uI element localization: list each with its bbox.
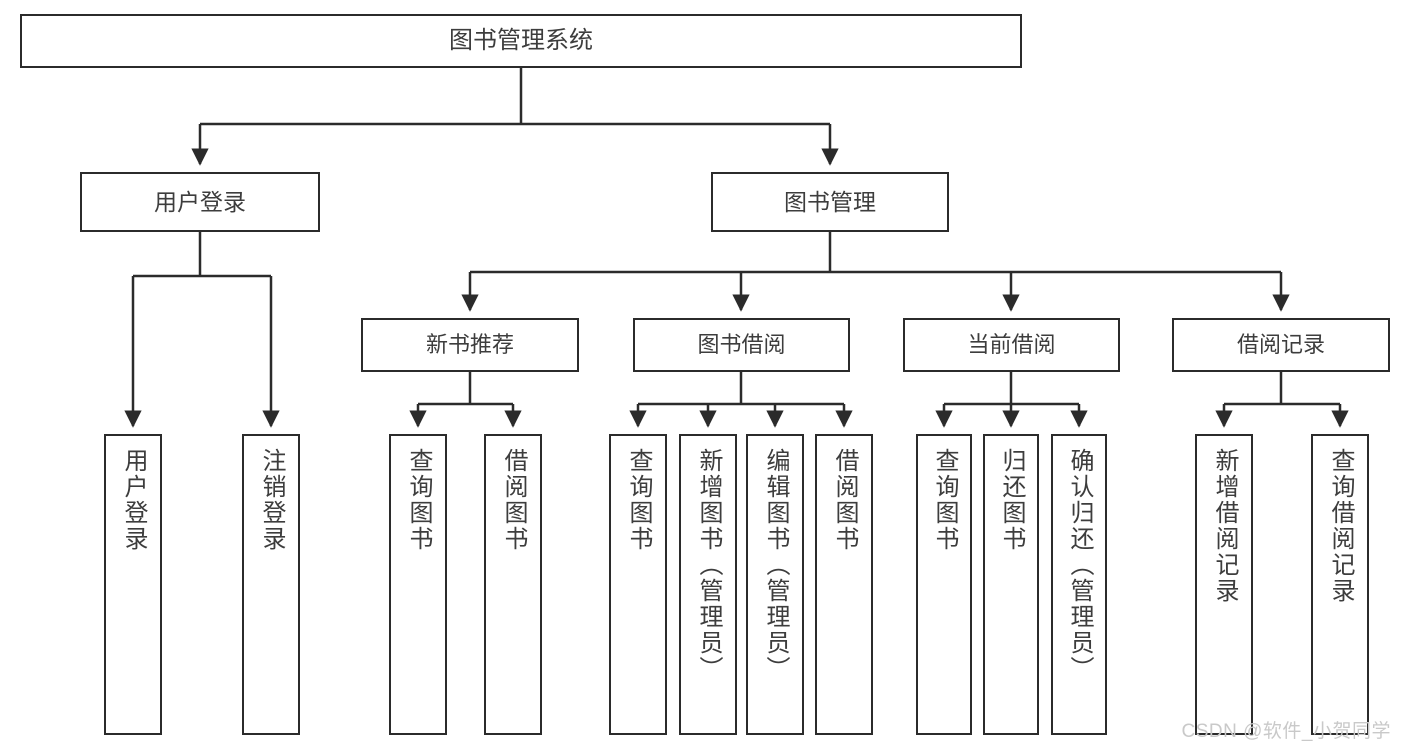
leaf-record-query-record-label: 查询借阅记录 xyxy=(1327,448,1354,604)
leaf-bookborrow-add-book[interactable]: 新增图书（管理员） xyxy=(679,434,737,735)
leaf-bookborrow-query-book[interactable]: 查询图书 xyxy=(609,434,667,735)
node-user-login-label: 用户登录 xyxy=(154,188,246,215)
leaf-user-logout[interactable]: 注销登录 xyxy=(242,434,300,735)
leaf-newbook-query-book[interactable]: 查询图书 xyxy=(389,434,447,735)
leaf-currentborrow-return-book[interactable]: 归还图书 xyxy=(983,434,1039,735)
node-new-book-recommend-label: 新书推荐 xyxy=(425,332,514,357)
leaf-newbook-borrow-book-label: 借阅图书 xyxy=(500,448,527,552)
leaf-bookborrow-borrow-book[interactable]: 借阅图书 xyxy=(815,434,873,735)
leaf-user-login[interactable]: 用户登录 xyxy=(104,434,162,735)
leaf-currentborrow-query-book[interactable]: 查询图书 xyxy=(916,434,972,735)
leaf-record-add-record[interactable]: 新增借阅记录 xyxy=(1195,434,1253,735)
leaf-bookborrow-edit-book[interactable]: 编辑图书（管理员） xyxy=(746,434,804,735)
leaf-bookborrow-add-book-label: 新增图书（管理员） xyxy=(695,448,722,682)
node-book-borrow[interactable]: 图书借阅 xyxy=(633,318,850,372)
leaf-record-add-record-label: 新增借阅记录 xyxy=(1211,448,1238,604)
leaf-bookborrow-query-book-label: 查询图书 xyxy=(625,448,652,552)
node-book-management[interactable]: 图书管理 xyxy=(711,172,949,232)
leaf-currentborrow-confirm-return-label: 确认归还（管理员） xyxy=(1066,448,1093,682)
leaf-currentborrow-return-book-label: 归还图书 xyxy=(998,448,1025,552)
leaf-currentborrow-query-book-label: 查询图书 xyxy=(931,448,958,552)
node-user-login[interactable]: 用户登录 xyxy=(80,172,320,232)
node-new-book-recommend[interactable]: 新书推荐 xyxy=(361,318,579,372)
node-root-label: 图书管理系统 xyxy=(449,27,593,54)
node-current-borrow[interactable]: 当前借阅 xyxy=(903,318,1120,372)
leaf-bookborrow-edit-book-label: 编辑图书（管理员） xyxy=(762,448,789,682)
leaf-user-login-label: 用户登录 xyxy=(120,448,147,552)
watermark-text: CSDN @软件_小贺同学 xyxy=(1181,721,1391,742)
leaf-user-logout-label: 注销登录 xyxy=(258,448,285,552)
leaf-record-query-record[interactable]: 查询借阅记录 xyxy=(1311,434,1369,735)
leaf-currentborrow-confirm-return[interactable]: 确认归还（管理员） xyxy=(1051,434,1107,735)
node-borrow-record-label: 借阅记录 xyxy=(1236,332,1325,357)
node-root-system[interactable]: 图书管理系统 xyxy=(20,14,1022,68)
node-current-borrow-label: 当前借阅 xyxy=(967,332,1056,357)
leaf-newbook-borrow-book[interactable]: 借阅图书 xyxy=(484,434,542,735)
node-book-management-label: 图书管理 xyxy=(784,188,876,215)
node-borrow-record[interactable]: 借阅记录 xyxy=(1172,318,1390,372)
node-book-borrow-label: 图书借阅 xyxy=(697,332,786,357)
leaf-newbook-query-book-label: 查询图书 xyxy=(405,448,432,552)
leaf-bookborrow-borrow-book-label: 借阅图书 xyxy=(831,448,858,552)
